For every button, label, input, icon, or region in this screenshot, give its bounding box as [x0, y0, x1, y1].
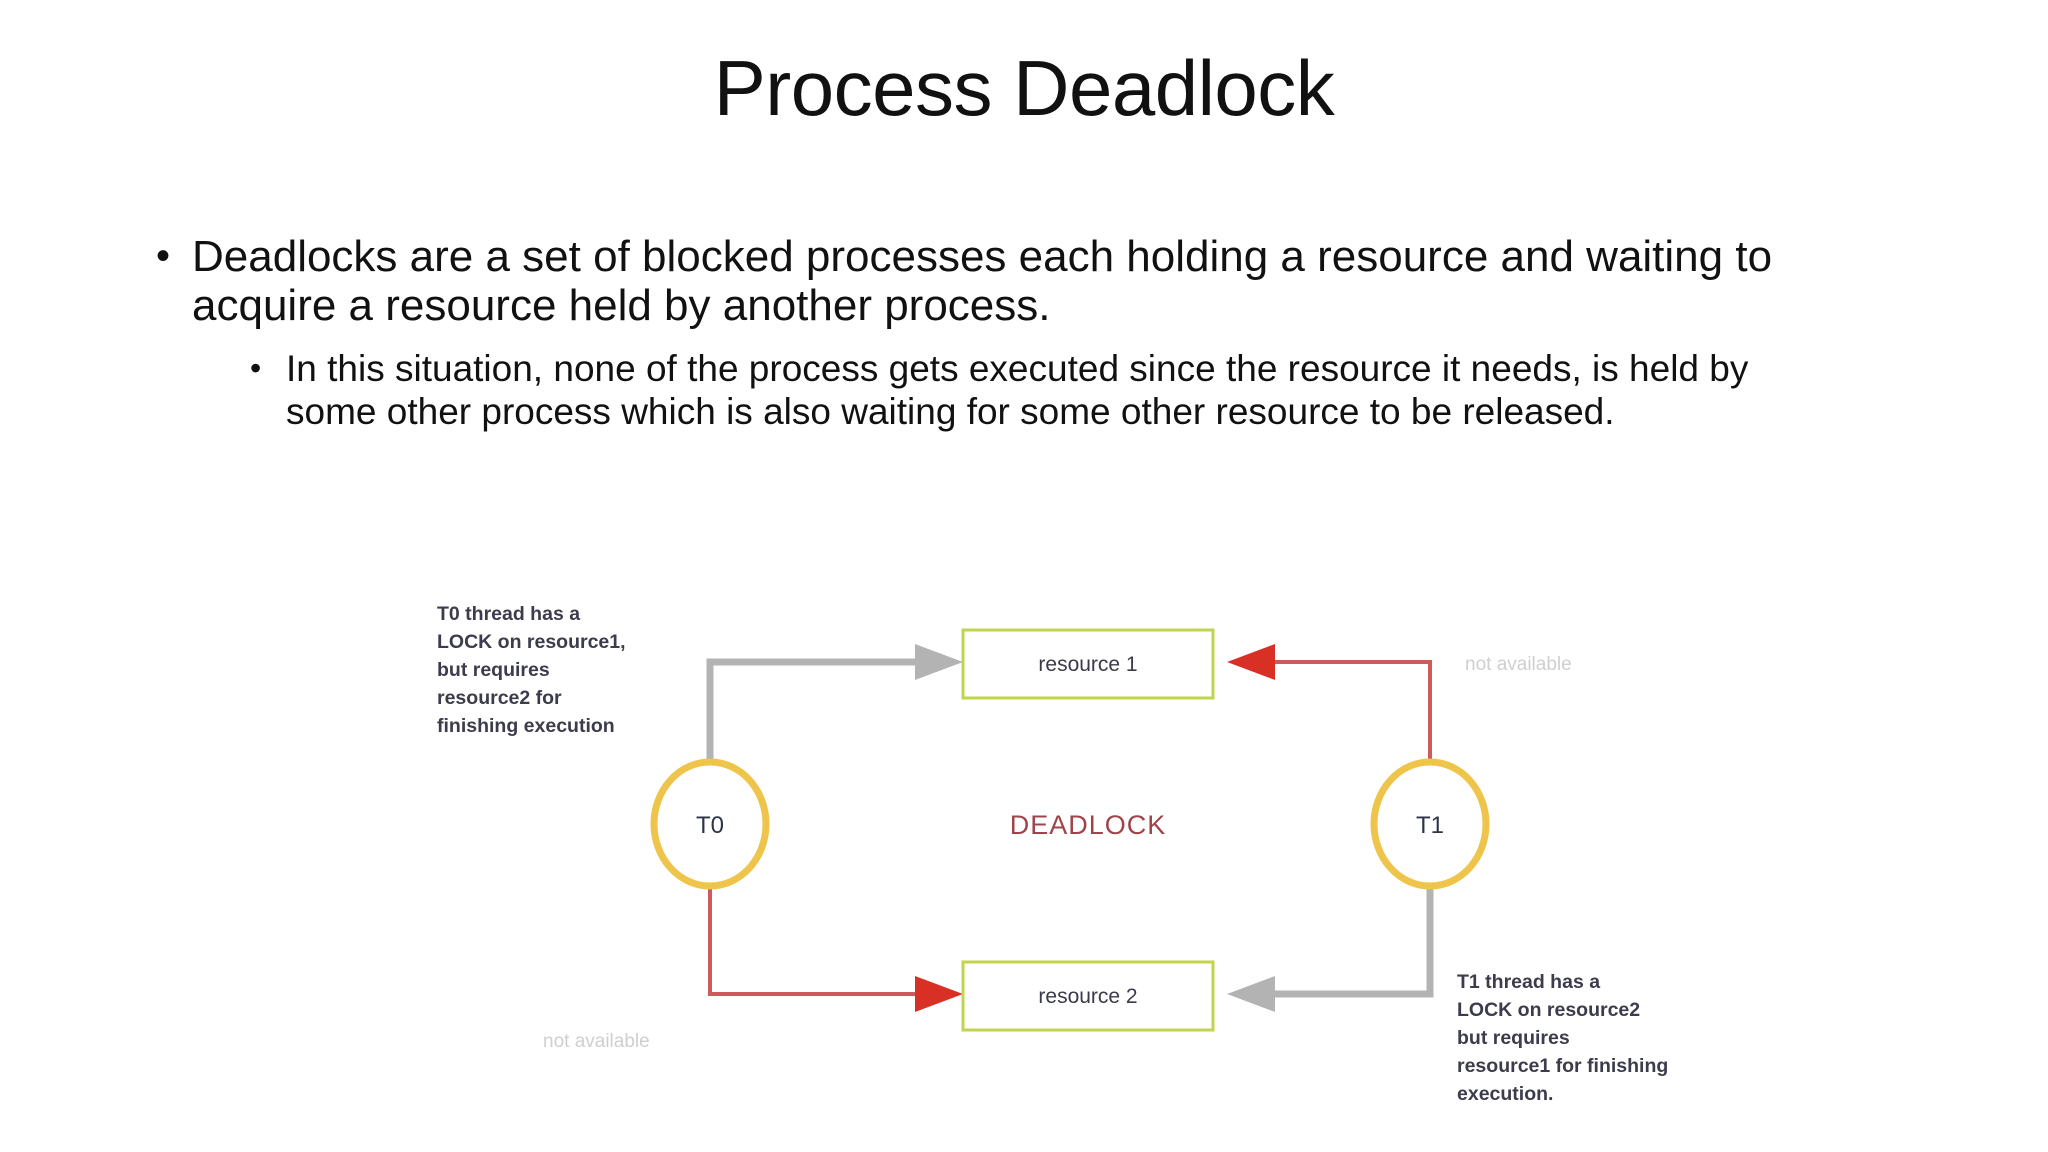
resource-1-label: resource 1	[1038, 653, 1137, 676]
deadlock-diagram: resource 1 resource 2 T0 T1 DEADLOCK T0	[395, 572, 1795, 1132]
annotation-not-available-bottom-left: not available	[543, 1031, 650, 1052]
annotation-not-available-top-right: not available	[1465, 654, 1572, 675]
caption-t1-line-2: LOCK on resource2	[1457, 999, 1640, 1021]
edge-t1-to-resource2-icon	[1227, 872, 1434, 1012]
bullet-level1-text: Deadlocks are a set of blocked processes…	[192, 232, 1773, 331]
caption-t1-line-1: T1 thread has a	[1457, 971, 1600, 993]
caption-t0: T0 thread has a LOCK on resource1, but r…	[437, 603, 626, 737]
caption-t0-line-5: finishing execution	[437, 715, 615, 737]
deadlock-center-label: DEADLOCK	[1010, 810, 1167, 840]
caption-t0-line-1: T0 thread has a	[437, 603, 580, 625]
edge-t1-to-resource1-icon	[1227, 644, 1432, 777]
caption-t1-line-3: but requires	[1457, 1027, 1570, 1049]
caption-t0-line-2: LOCK on resource1,	[437, 631, 626, 653]
node-t1[interactable]: T1	[1370, 758, 1490, 890]
bullet-level1: • Deadlocks are a set of blocked process…	[150, 232, 1920, 331]
sub-bullet-marker-icon: •	[250, 349, 262, 386]
caption-t1-line-4: resource1 for finishing	[1457, 1055, 1668, 1077]
edge-t0-to-resource1-icon	[706, 644, 963, 777]
resource-1-box[interactable]: resource 1	[961, 628, 1215, 700]
node-t1-label: T1	[1416, 812, 1444, 839]
caption-t0-line-3: but requires	[437, 659, 550, 681]
bullet-level2-text: In this situation, none of the process g…	[286, 347, 1749, 432]
caption-t0-line-4: resource2 for	[437, 687, 562, 709]
bullet-level2: • In this situation, none of the process…	[242, 347, 1846, 434]
resource-2-label: resource 2	[1038, 985, 1137, 1008]
node-t0[interactable]: T0	[650, 758, 770, 890]
edge-t0-to-resource2-icon	[708, 872, 963, 1012]
resource-2-box[interactable]: resource 2	[961, 960, 1215, 1032]
body-content: • Deadlocks are a set of blocked process…	[150, 232, 1920, 433]
caption-t1: T1 thread has a LOCK on resource2 but re…	[1457, 971, 1668, 1105]
page-title: Process Deadlock	[713, 44, 1335, 132]
bullet-marker-icon: •	[156, 234, 171, 278]
caption-t1-line-5: execution.	[1457, 1083, 1553, 1105]
node-t0-label: T0	[696, 812, 724, 839]
